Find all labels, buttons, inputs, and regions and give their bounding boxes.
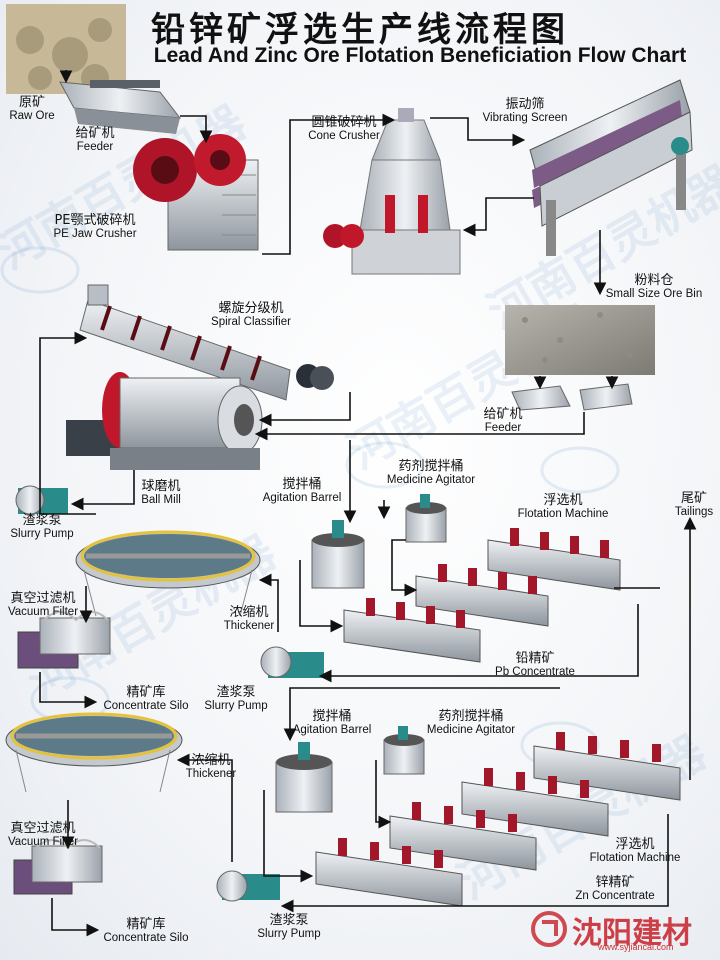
watermark-logo <box>345 441 425 489</box>
medicine-agitator-2-machine <box>383 726 425 775</box>
site-logo-icon <box>531 911 567 947</box>
ball-mill-machine <box>66 372 263 470</box>
arrow-feeder-to-mill <box>254 412 585 441</box>
label-agitation-barrel-1: 搅拌桶 Agitation Barrel <box>262 477 342 505</box>
label-ore-bin: 粉料仓 Small Size Ore Bin <box>605 273 703 301</box>
site-watermark-url: www.syjiancai.com <box>598 942 674 952</box>
arrow-filter-to-silo-2 <box>51 898 100 937</box>
arrow-barrel-1-to-flotation <box>299 560 344 633</box>
label-concentrate-silo-1: 精矿库 Concentrate Silo <box>103 685 189 713</box>
label-pb-concentrate: 铅精矿 Pb Concentrate <box>495 651 575 679</box>
jaw-crusher-machine <box>133 134 259 251</box>
slurry-pump-3-machine <box>216 870 280 902</box>
label-vibrating-screen: 振动筛 Vibrating Screen <box>482 97 568 125</box>
label-raw-ore: 原矿 Raw Ore <box>9 95 55 123</box>
arrow-jaw-to-cone <box>262 113 396 255</box>
label-spiral-classifier: 螺旋分级机 Spiral Classifier <box>211 301 291 329</box>
spiral-classifier-machine <box>79 284 334 401</box>
arrow-mill-to-pump <box>70 470 135 511</box>
watermark-logo <box>0 246 80 294</box>
label-cone-crusher: 圆锥破碎机 Cone Crusher <box>308 115 380 143</box>
flotation-machine-1-group <box>343 528 621 663</box>
medicine-agitator-1-machine <box>405 494 447 543</box>
label-thickener-2: 浓缩机 Thickener <box>185 753 237 781</box>
arrow-pump-to-thickener-2 <box>176 753 233 862</box>
cone-crusher-machine <box>323 108 461 275</box>
slurry-pump-2-machine <box>260 646 324 678</box>
agitation-barrel-1-machine <box>311 520 365 589</box>
label-flotation-machine-1: 浮选机 Flotation Machine <box>517 493 609 521</box>
feeder-top-machine <box>59 80 182 134</box>
feeder-mid-machines <box>511 383 633 411</box>
label-tailings: 尾矿 Tailings <box>674 491 714 519</box>
arrow-filter-to-silo-1 <box>39 672 98 709</box>
arrow-barrel-2-to-flotation <box>263 790 314 883</box>
slurry-pump-1-machine <box>15 485 68 515</box>
arrow-classifier-to-mill <box>258 392 351 427</box>
arrow-pump-to-thickener-1 <box>258 573 279 632</box>
vacuum-filter-2-machine <box>13 839 103 895</box>
label-slurry-pump-3: 渣浆泵 Slurry Pump <box>257 913 321 941</box>
arrow-feeder-to-jaw <box>180 115 213 144</box>
vacuum-filter-1-machine <box>17 611 111 669</box>
flotation-machine-2-group <box>315 732 681 907</box>
label-medicine-agitator-2: 药剂搅拌桶 Medicine Agitator <box>426 709 516 737</box>
label-slurry-pump-2: 渣浆泵 Slurry Pump <box>204 685 268 713</box>
site-watermark: 沈阳建材网 www.syjiancai.com <box>524 906 714 954</box>
label-thickener-1: 浓缩机 Thickener <box>223 605 275 633</box>
label-flotation-machine-2: 浮选机 Flotation Machine <box>589 837 681 865</box>
label-medicine-agitator-1: 药剂搅拌桶 Medicine Agitator <box>386 459 476 487</box>
label-agitation-barrel-2: 搅拌桶 Agitation Barrel <box>292 709 372 737</box>
thickener-2-machine <box>5 712 183 793</box>
label-slurry-pump-1: 渣浆泵 Slurry Pump <box>10 513 74 541</box>
label-ball-mill: 球磨机 Ball Mill <box>141 479 181 507</box>
arrow-cone-to-screen <box>430 117 526 147</box>
arrow-pb-concentrate <box>318 604 639 683</box>
arrow-medicine-to-flotation-1 <box>391 539 418 597</box>
label-feeder-mid: 给矿机 Feeder <box>483 407 523 435</box>
arrow-medicine-to-flotation-2 <box>375 760 392 829</box>
ore-bin-image <box>505 305 655 375</box>
chart-title-cn: 铅锌矿浮选生产线流程图 <box>151 10 569 50</box>
agitation-barrel-2-machine <box>275 742 333 813</box>
vibrating-screen-machine <box>529 79 693 256</box>
arrow-zn-concentrate <box>280 814 669 913</box>
watermark-logo <box>540 446 620 494</box>
arrow-pump-to-classifier <box>39 331 96 515</box>
site-watermark-name: 沈阳建材网 <box>572 916 692 951</box>
label-vacuum-filter-2: 真空过滤机 Vacuum Filter <box>7 821 79 849</box>
label-vacuum-filter-1: 真空过滤机 Vacuum Filter <box>7 591 79 619</box>
arrow-screen-return-to-cone <box>462 197 534 237</box>
thickener-1-machine <box>75 530 261 617</box>
label-concentrate-silo-2: 精矿库 Concentrate Silo <box>103 917 189 945</box>
label-jaw-crusher: PE颚式破碎机 PE Jaw Crusher <box>53 213 137 241</box>
label-zn-concentrate: 锌精矿 Zn Concentrate <box>575 875 655 903</box>
label-feeder-top: 给矿机 Feeder <box>75 126 115 154</box>
arrow-to-agitation-barrel-2 <box>283 687 560 742</box>
chart-title-en: Lead And Zinc Ore Flotation Beneficiatio… <box>153 44 687 67</box>
